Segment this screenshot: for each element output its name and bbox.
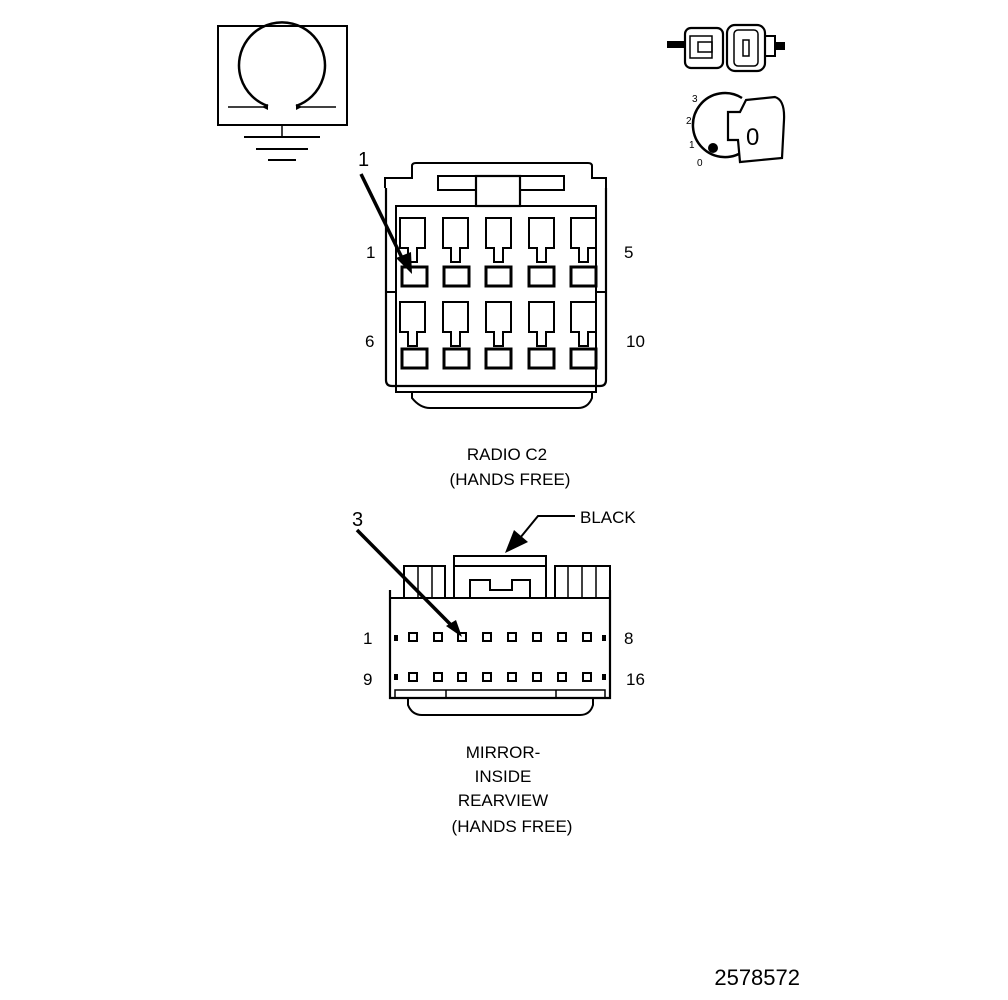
- ignition-key-label: 0: [746, 124, 759, 151]
- connector-end-view-ground-icon: [217, 21, 348, 161]
- radio-c2-pin-label-6: 6: [365, 332, 374, 351]
- mirror-title-line3: REARVIEW: [458, 791, 548, 810]
- mirror-pin-label-1: 1: [363, 629, 372, 648]
- radio-c2-connector: 1 1 5 6 10: [358, 149, 645, 409]
- mirror-pin-label-8: 8: [624, 629, 633, 648]
- radio-c2-pin-label-1: 1: [366, 243, 375, 262]
- radio-c2-pin-label-5: 5: [624, 243, 633, 262]
- ignition-position-0: 0: [697, 158, 703, 169]
- callout-1-arrow: [359, 173, 406, 263]
- ignition-switch-icon: 3 2 1 0 0: [686, 91, 786, 169]
- radio-c2-cavity-row-top: [399, 217, 598, 288]
- color-label: BLACK: [580, 508, 636, 527]
- radio-c2-pin-label-10: 10: [626, 332, 645, 351]
- mirror-pin-label-16: 16: [626, 670, 645, 689]
- mirror-pin-label-9: 9: [363, 670, 372, 689]
- mirror-title-line2: INSIDE: [475, 767, 532, 786]
- ignition-position-2: 2: [686, 116, 692, 127]
- callout-3-arrow: [355, 528, 456, 630]
- mirror-pin-row-top: [408, 632, 592, 642]
- radio-c2-cavity-row-bottom: [399, 301, 598, 370]
- mirror-title-line1: MIRROR-: [466, 743, 541, 762]
- inline-connector-icon: [667, 23, 785, 73]
- callout-1: 1: [358, 149, 369, 171]
- callout-3: 3: [352, 509, 363, 531]
- figure-number: 2578572: [714, 965, 800, 990]
- mirror-connector: BLACK: [352, 508, 645, 716]
- ignition-position-1: 1: [689, 140, 695, 151]
- radio-c2-title-line2: (HANDS FREE): [450, 470, 571, 489]
- mirror-title-line4: (HANDS FREE): [452, 817, 573, 836]
- radio-c2-title-line1: RADIO C2: [467, 445, 547, 464]
- ignition-position-3: 3: [692, 94, 698, 105]
- mirror-pin-row-bottom: [408, 672, 592, 682]
- black-leader-line: [519, 515, 575, 539]
